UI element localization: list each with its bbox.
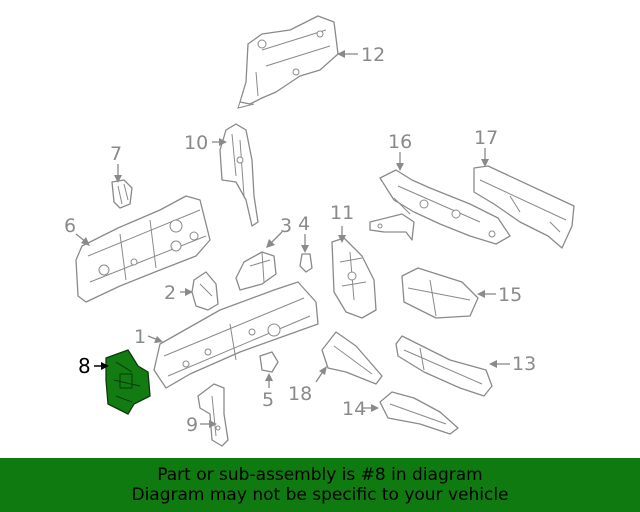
part-11-wheelhouse-bracket[interactable]: [331, 237, 377, 319]
callout-11-label: 11: [330, 202, 354, 224]
part-1-frame-rail[interactable]: [153, 281, 319, 389]
part-14-support[interactable]: [379, 391, 459, 435]
callout-9-label: 9: [186, 414, 198, 436]
part-9-bracket[interactable]: [197, 383, 229, 447]
part-17-panel[interactable]: [473, 165, 575, 249]
callout-2-label: 2: [164, 282, 176, 304]
part-5-clip[interactable]: [259, 351, 279, 373]
callout-12[interactable]: 12: [337, 44, 385, 66]
callout-15[interactable]: 15: [477, 284, 522, 306]
callout-10[interactable]: 10: [184, 132, 227, 154]
callout-1[interactable]: 1: [134, 326, 163, 348]
part-16-cross-member[interactable]: [369, 169, 511, 245]
callout-3-label: 3: [280, 215, 292, 237]
callout-4[interactable]: 4: [298, 213, 310, 253]
callout-11[interactable]: 11: [330, 202, 354, 243]
callout-9[interactable]: 9: [186, 414, 217, 436]
part-13-long-bracket[interactable]: [395, 335, 493, 397]
callout-12-label: 12: [361, 44, 385, 66]
callout-18-label: 18: [288, 383, 312, 405]
callout-7-label: 7: [110, 143, 122, 165]
parts-diagram: 12 10 7 6: [64, 15, 575, 447]
part-4-clip[interactable]: [299, 253, 313, 273]
notice-line-1: Part or sub-assembly is #8 in diagram: [157, 465, 483, 485]
callout-10-label: 10: [184, 132, 208, 154]
notice-banner: Part or sub-assembly is #8 in diagram Di…: [0, 458, 640, 512]
callout-16-label: 16: [388, 131, 412, 153]
callout-17[interactable]: 17: [474, 127, 498, 167]
callout-8-label: 8: [78, 354, 91, 378]
callout-13-label: 13: [512, 353, 536, 375]
part-8-highlighted-bracket[interactable]: [105, 349, 151, 415]
part-6-side-member[interactable]: [75, 195, 211, 303]
part-3-bracket[interactable]: [235, 251, 277, 291]
callout-2[interactable]: 2: [164, 282, 193, 304]
part-18-bracket[interactable]: [321, 331, 383, 385]
callout-14-label: 14: [342, 398, 366, 420]
callout-6-label: 6: [64, 215, 76, 237]
callout-3[interactable]: 3: [266, 215, 292, 248]
callout-8[interactable]: 8: [78, 354, 109, 378]
callout-7[interactable]: 7: [110, 143, 122, 183]
callout-13[interactable]: 13: [489, 353, 536, 375]
callout-18[interactable]: 18: [288, 366, 327, 405]
notice-line-2: Diagram may not be specific to your vehi…: [131, 485, 509, 505]
part-12-upper-rail[interactable]: [237, 15, 339, 109]
callout-14[interactable]: 14: [342, 398, 379, 420]
part-2-bracket[interactable]: [191, 271, 219, 311]
part-15-bracket[interactable]: [401, 267, 479, 319]
callout-17-label: 17: [474, 127, 498, 149]
callout-1-label: 1: [134, 326, 146, 348]
part-10-bracket[interactable]: [219, 123, 259, 227]
part-7-small-bracket[interactable]: [111, 179, 133, 209]
callout-6[interactable]: 6: [64, 215, 90, 246]
callout-5[interactable]: 5: [262, 373, 274, 411]
callout-16[interactable]: 16: [388, 131, 412, 171]
callout-5-label: 5: [262, 389, 274, 411]
callout-15-label: 15: [498, 284, 522, 306]
callout-4-label: 4: [298, 213, 310, 235]
